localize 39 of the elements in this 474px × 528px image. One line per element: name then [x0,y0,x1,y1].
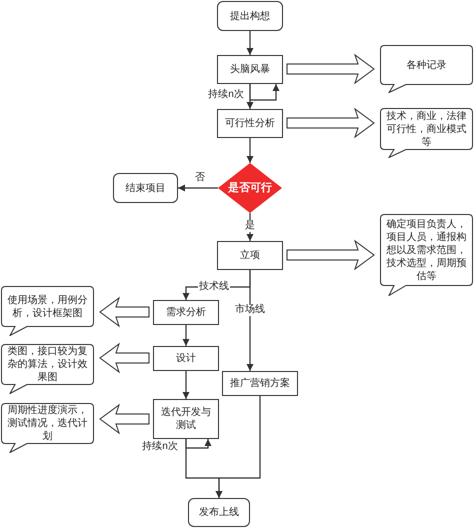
terminal-box: 结束项目 [113,173,178,203]
arrow [246,31,254,55]
edge-label: 市场线 [234,304,266,316]
process-box: 推广营销方案 [222,371,298,396]
process-box: 立项 [217,241,283,270]
arrow [246,138,254,163]
speech-callout: 周期性进度演示，测试情况，迭代计划 [1,403,94,453]
block-arrow [286,240,375,270]
arrow [246,84,254,109]
speech-callout: 使用场景，用例分析，设计框架图 [1,286,94,336]
arrow [178,184,218,192]
edge-label: 持续n次 [141,441,179,453]
process-box: 迭代开发与测试 [153,399,219,439]
arrow [246,270,254,371]
speech-callout: 技术，商业，法律可行性，商业模式等 [380,108,473,158]
arrow [249,84,280,101]
speech-callout: 确定项目负责人，项目人员，通报构想以及需求范围，技术选型，周期预估等 [380,214,473,296]
arrow [182,371,190,399]
terminal-box: 提出构想 [217,1,283,31]
block-arrow [286,108,375,138]
speech-callout: 各种记录 [380,45,473,93]
arrow [216,396,261,498]
block-arrow [99,296,150,328]
edge-label: 是 [244,220,256,232]
terminal-box: 发布上线 [188,498,250,527]
process-box: 需求分析 [153,300,219,325]
arrow [185,439,212,449]
arrow [182,325,190,346]
speech-callout: 类图，接口较为复杂的算法，设计效果图 [1,344,94,394]
edge-label: 持续n次 [207,89,245,101]
edge-label: 技术线 [198,281,230,293]
edge-label: 否 [194,172,206,184]
process-box: 头脑风暴 [217,55,283,84]
process-box: 可行性分析 [217,109,283,138]
decision-diamond: 是否可行 [218,163,282,213]
block-arrow [99,404,150,434]
process-box: 设计 [153,346,219,371]
block-arrow [99,342,150,374]
block-arrow [286,54,375,84]
